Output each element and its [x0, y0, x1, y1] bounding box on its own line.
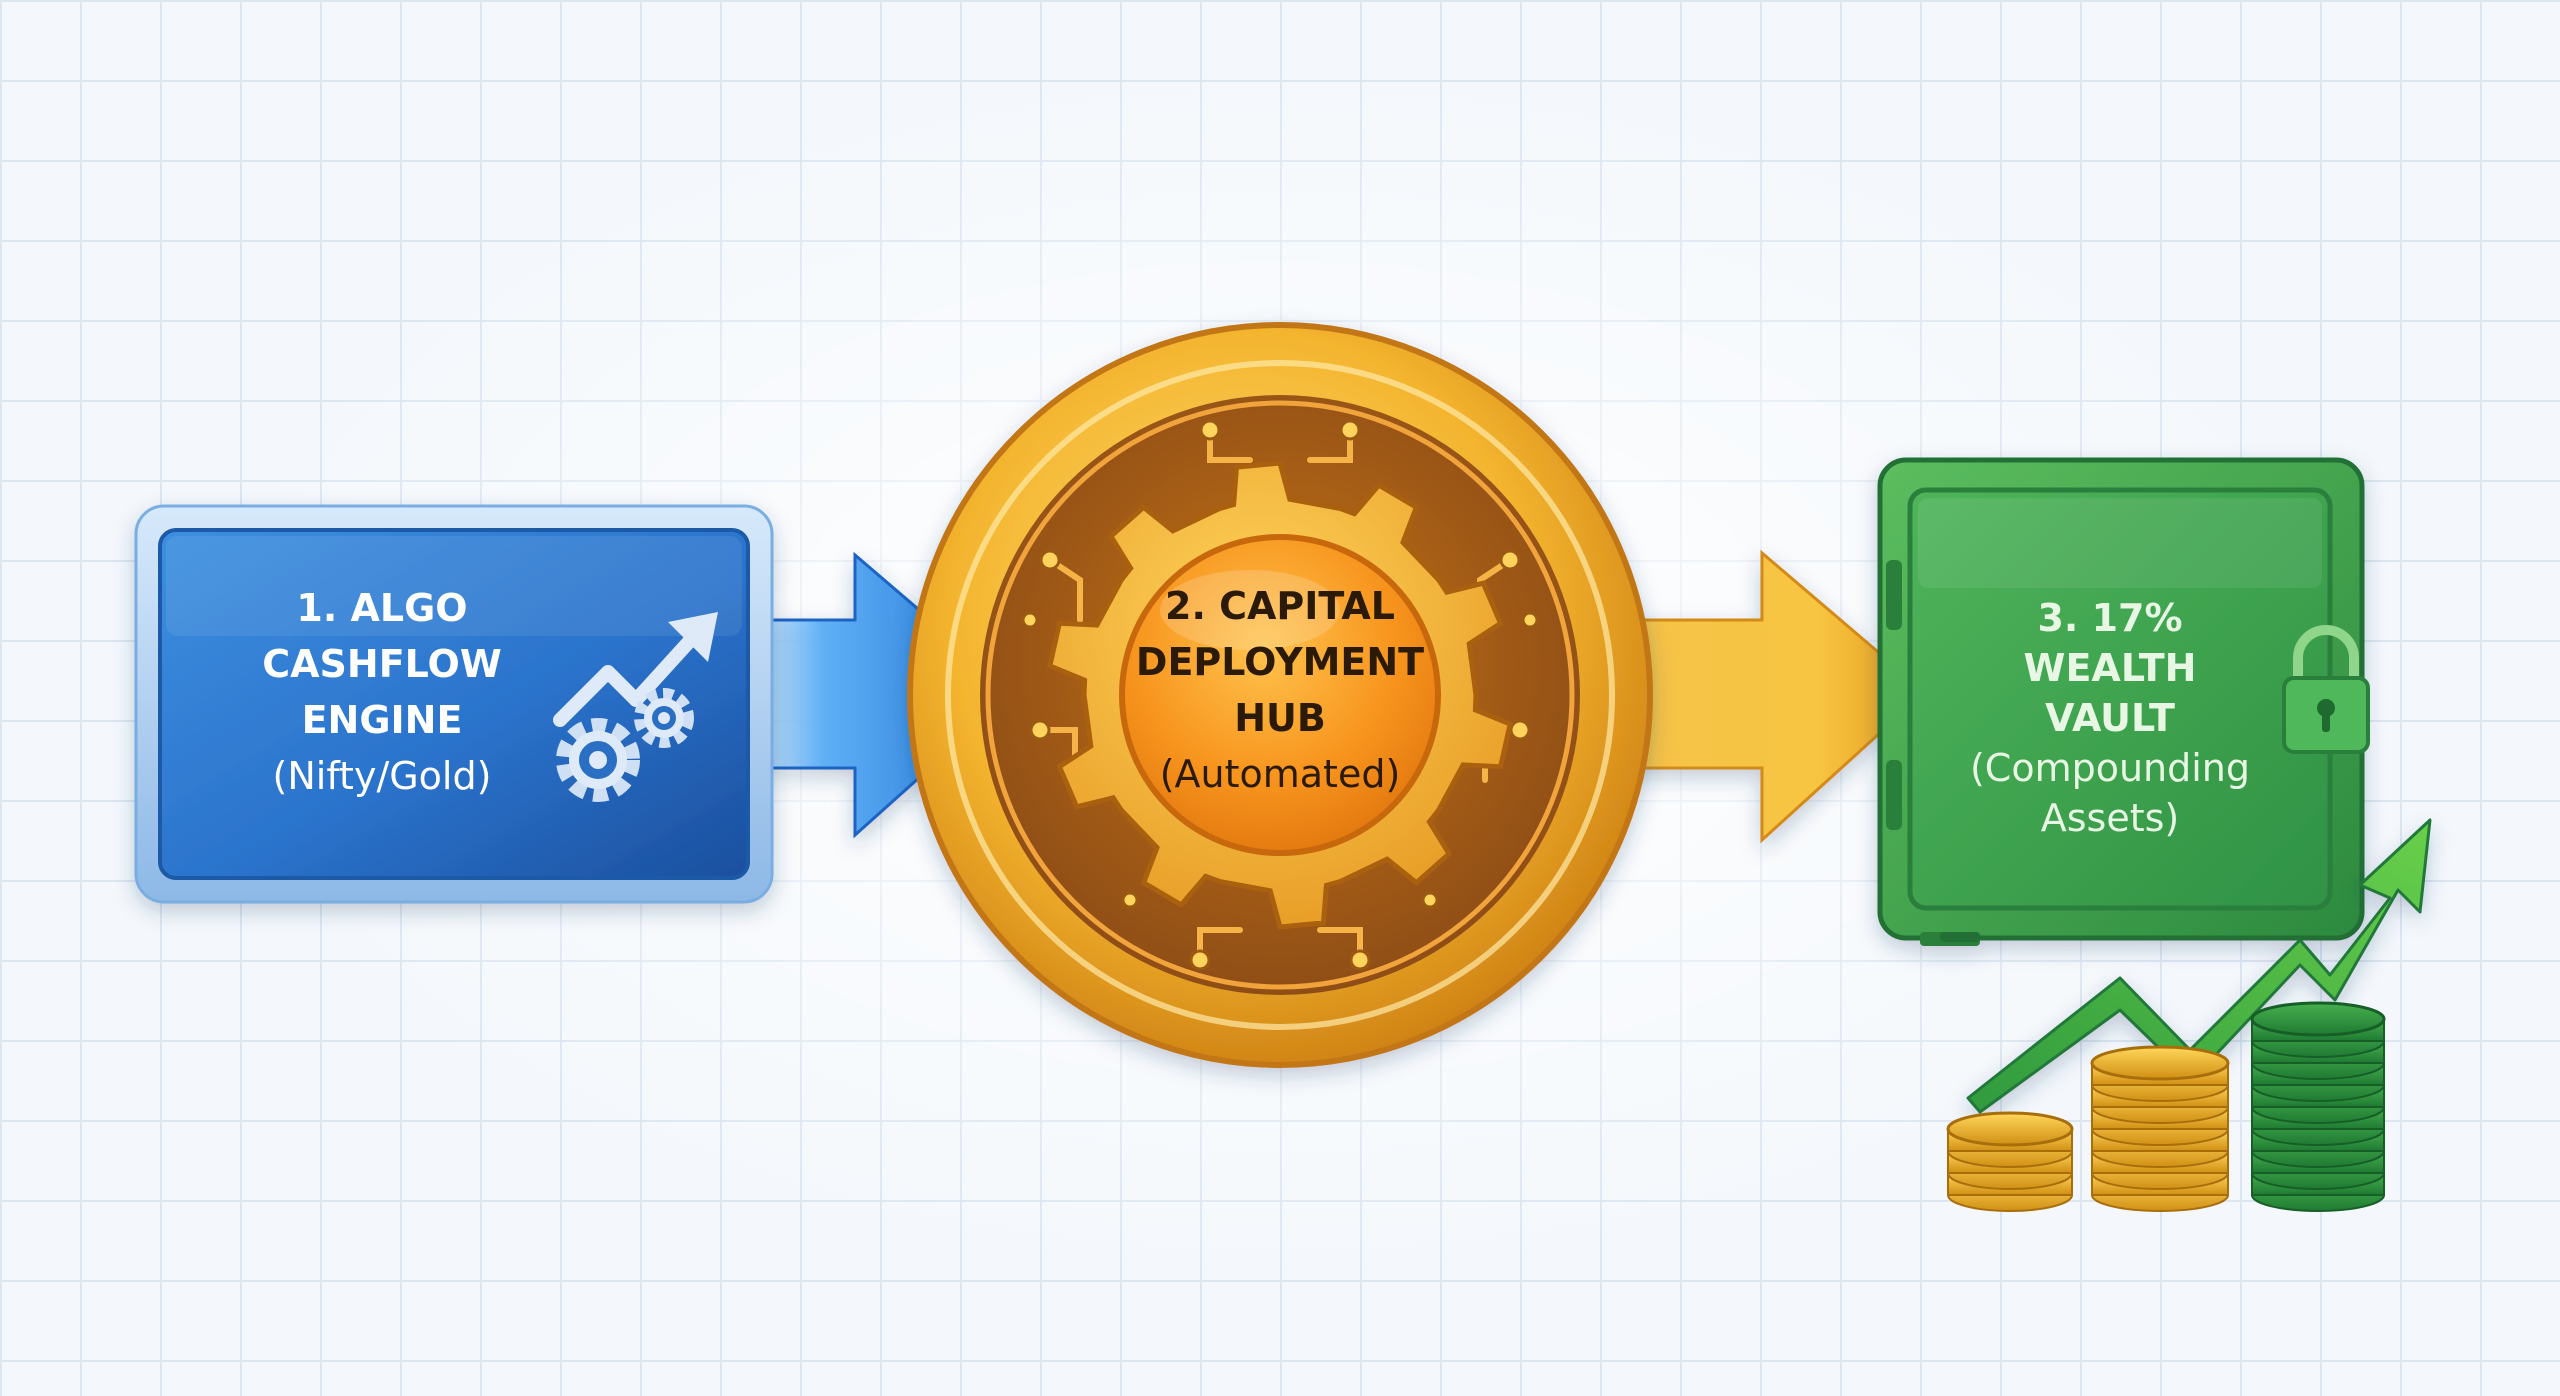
step-2-label-line: (Automated): [1160, 752, 1401, 796]
step-2-label-line: DEPLOYMENT: [1136, 640, 1424, 684]
step-1-label-line: ENGINE: [302, 698, 463, 742]
circuit-nodes: [1021, 419, 1539, 971]
coin-top: [1946, 1111, 2074, 1147]
step-3-label-line: WEALTH: [2024, 646, 2197, 690]
step-3-label-line: Assets): [2041, 796, 2180, 840]
hub-highlight: [1160, 570, 1340, 650]
step-3-vault: [1877, 457, 2365, 946]
step-2-label-line: HUB: [1234, 696, 1326, 740]
step-1-label-line: CASHFLOW: [262, 642, 502, 686]
padlock-icon: [2282, 625, 2370, 754]
step-1-label: 1. ALGO CASHFLOW ENGINE (Nifty/Gold): [262, 586, 502, 798]
hub-core: [1119, 534, 1441, 856]
coin-top: [2250, 1001, 2386, 1037]
step-3-label-line: 3. 17%: [2037, 596, 2182, 640]
step-2-label: 2. CAPITAL DEPLOYMENT HUB (Automated): [1136, 584, 1424, 796]
gold-coin-stack-icon: [2090, 1045, 2230, 1212]
step-1-label-line: 1. ALGO: [296, 586, 467, 630]
gold-coin-stack-icon: [1946, 1111, 2074, 1212]
step-1-label-line: (Nifty/Gold): [273, 754, 492, 798]
green-coin-stack-icon: [2250, 1001, 2386, 1212]
step-3-label-line: VAULT: [2045, 696, 2175, 740]
chart-gears-icon: [553, 612, 718, 802]
coin-top: [2090, 1045, 2230, 1081]
step-2-label-line: 2. CAPITAL: [1165, 584, 1395, 628]
step-3-label-line: (Compounding: [1970, 746, 2250, 790]
